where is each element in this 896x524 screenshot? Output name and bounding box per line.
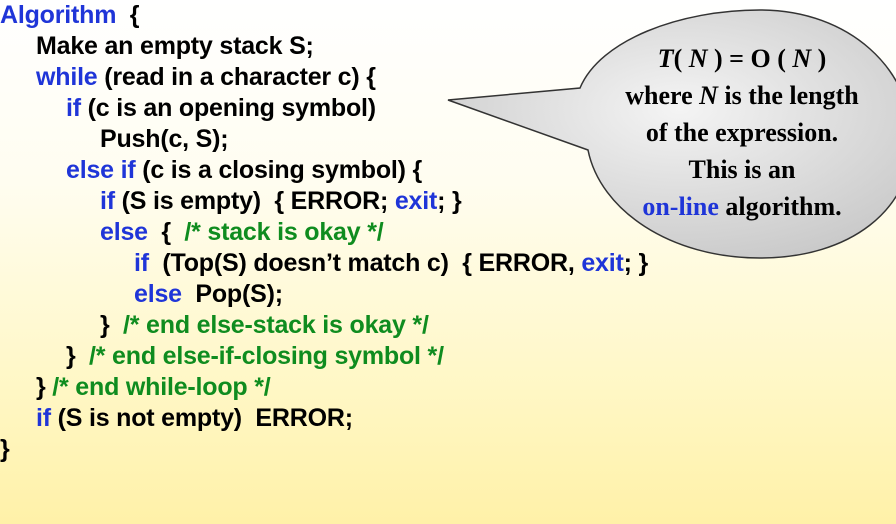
code-line-algorithm-header: Algorithm { bbox=[0, 1, 140, 29]
complexity-note-line4: This is an bbox=[688, 155, 796, 184]
complexity-note-line5: on-line algorithm. bbox=[642, 192, 842, 221]
code-line-else-stack-okay: else { /* stack is okay */ bbox=[100, 218, 384, 246]
code-line-end-while: } /* end while-loop */ bbox=[36, 373, 271, 401]
code-line-while: while (read in a character c) { bbox=[36, 63, 376, 91]
complexity-note-line2: where N is the length bbox=[625, 81, 859, 110]
code-line-else-pop: else Pop(S); bbox=[134, 280, 283, 308]
code-line-closing-brace: } bbox=[0, 435, 10, 463]
code-line-if-opening: if (c is an opening symbol) bbox=[66, 94, 376, 122]
complexity-note-line3: of the expression. bbox=[645, 118, 839, 147]
code-line-push: Push(c, S); bbox=[100, 125, 229, 153]
code-line-else-if-closing: else if (c is a closing symbol) { bbox=[66, 156, 423, 184]
code-line-if-top-mismatch: if (Top(S) doesn’t match c) { ERROR, exi… bbox=[134, 249, 648, 277]
code-line-if-empty: if (S is empty) { ERROR; exit; } bbox=[100, 187, 462, 215]
code-line-if-not-empty: if (S is not empty) ERROR; bbox=[36, 404, 353, 432]
complexity-note: T( N ) = O ( N ) where N is the length o… bbox=[588, 40, 896, 225]
speech-bubble-shape bbox=[447, 9, 896, 259]
code-line-end-else-stack: } /* end else-stack is okay */ bbox=[100, 311, 429, 339]
code-line-make-stack: Make an empty stack S; bbox=[36, 32, 314, 60]
complexity-formula: T( N ) = O ( N ) bbox=[657, 44, 827, 73]
code-line-end-else-if: } /* end else-if-closing symbol */ bbox=[66, 342, 444, 370]
